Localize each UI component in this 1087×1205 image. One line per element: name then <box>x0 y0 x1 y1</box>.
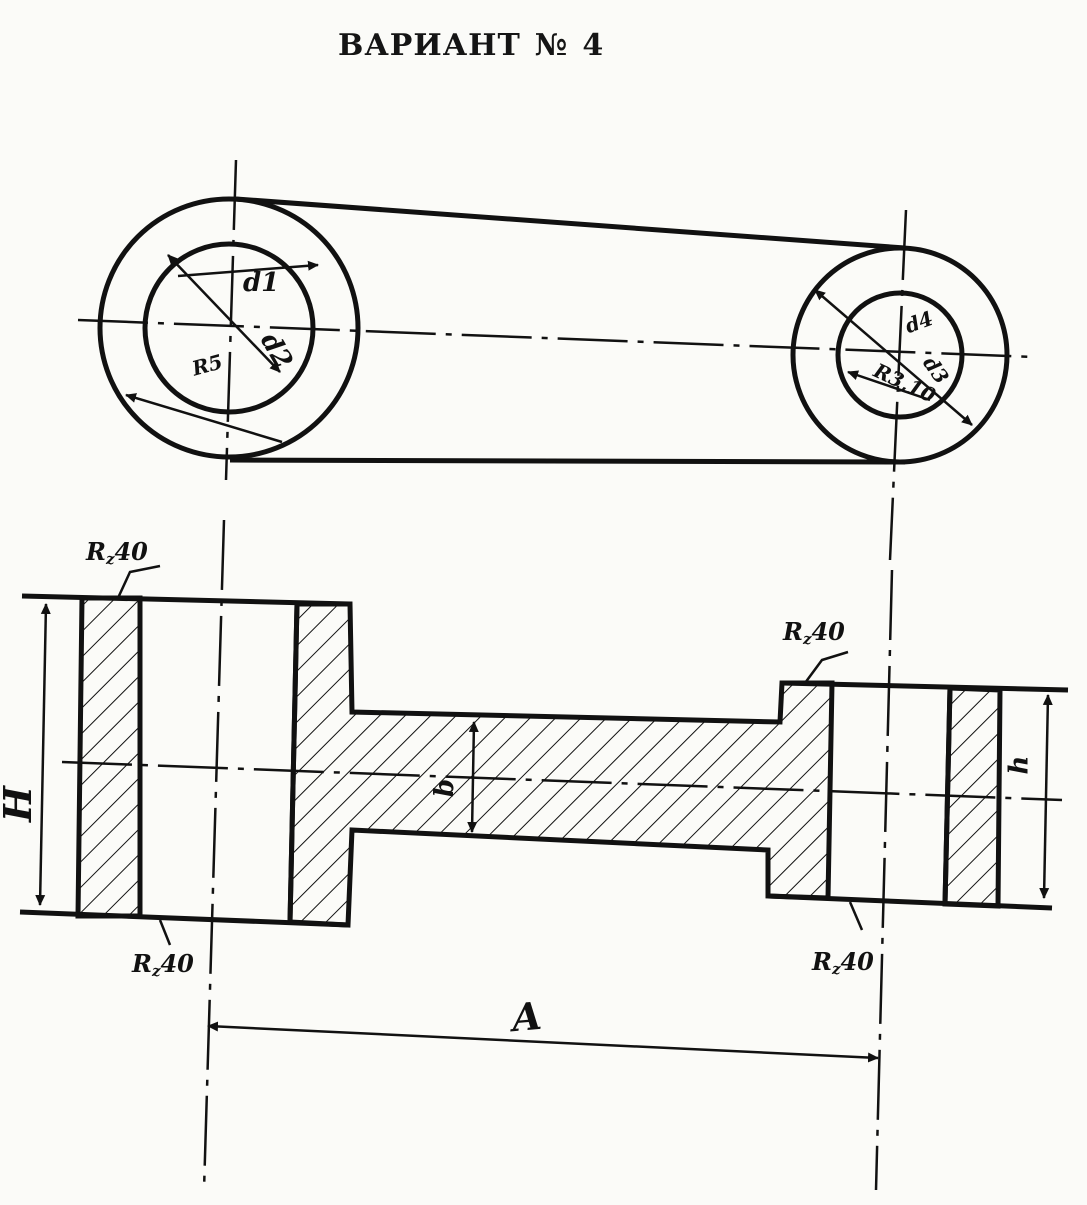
h-dimension-line <box>1039 694 1053 899</box>
title-number-sign: № <box>534 28 569 63</box>
title-word: ВАРИАНТ <box>338 28 521 63</box>
plan-view <box>97 196 1010 465</box>
plan-horizontal-axis <box>77 318 1036 359</box>
H-dimension-line <box>35 603 51 906</box>
left-bore-line-2 <box>287 603 300 923</box>
r-right-leader <box>847 370 931 402</box>
label-d1: d1 <box>243 268 280 298</box>
roughness-bottom-left: Rz40 <box>132 949 194 980</box>
left-section-axis <box>202 519 226 1191</box>
right-boss-top-edge <box>781 680 1069 693</box>
r-left-leader <box>125 393 283 444</box>
rz-leader-top-right <box>803 650 849 684</box>
A-dimension-line <box>207 1021 879 1063</box>
link-top-edge <box>235 196 906 251</box>
title-number: 4 <box>582 28 605 63</box>
variant-title: ВАРИАНТ № 4 <box>338 28 618 63</box>
d2-dimension-line <box>167 254 281 373</box>
web-body-section <box>287 601 835 928</box>
label-h: h <box>1004 755 1035 775</box>
left-boss-outer-circle <box>97 196 361 460</box>
link-bottom-edge <box>229 457 906 465</box>
b-dimension-line <box>467 721 479 833</box>
right-section-axis <box>874 569 894 1191</box>
rz-leader-bottom-left <box>158 919 172 946</box>
roughness-top-left: Rz40 <box>86 537 148 568</box>
d3-dimension-line <box>814 289 973 426</box>
section-dimension-lines <box>35 564 1053 1063</box>
label-b: b <box>430 778 461 798</box>
right-boss-bottom-edge <box>767 893 1053 911</box>
rz-leader-top-left <box>116 564 161 599</box>
section-horizontal-axis <box>61 760 1063 802</box>
section-view <box>19 593 1069 928</box>
left-boss-bottom-edge <box>19 909 349 928</box>
section-center-lines <box>61 519 1063 1191</box>
label-A: A <box>510 992 544 1041</box>
roughness-bottom-right: Rz40 <box>812 947 874 978</box>
rz-leader-bottom-right <box>848 901 864 931</box>
left-boss-wall-left <box>75 595 143 919</box>
roughness-top-right: Rz40 <box>783 617 845 648</box>
right-vertical-axis <box>888 209 908 561</box>
label-H: H <box>0 786 40 822</box>
left-boss-top-edge <box>21 593 351 607</box>
plan-dimension-lines <box>125 254 973 444</box>
